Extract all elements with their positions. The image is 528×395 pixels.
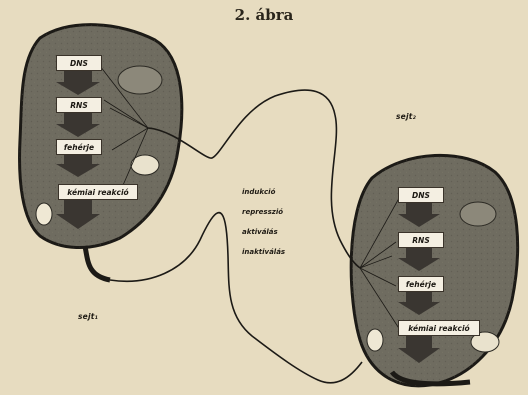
cell-2-box-rns: RNS [398, 232, 444, 248]
regulation-label-inactivation: inaktiválás [242, 248, 285, 256]
cell-1-organelle [36, 203, 52, 225]
cell-2-label: sejt₂ [396, 112, 416, 121]
cell-1-label: sejt₁ [78, 312, 98, 321]
cell-1-box-dns: DNS [56, 55, 102, 71]
regulation-label-repression: represszió [242, 208, 283, 216]
cell-2-box-dns: DNS [398, 187, 444, 203]
cell-2-organelle [367, 329, 383, 351]
regulation-label-activation: aktiválás [242, 228, 278, 236]
cell-1-box-rns: RNS [56, 97, 102, 113]
regulation-label-induction: indukció [242, 188, 275, 196]
cell-2-box-protein: fehérje [398, 276, 444, 292]
cell-2-box-chemical-reaction: kémiai reakció [398, 320, 480, 336]
cell-1-organelle [118, 66, 162, 94]
cell-2-organelle [460, 202, 496, 226]
signal-path-lower [110, 213, 362, 383]
cell-1-box-protein: fehérje [56, 139, 102, 155]
cell-1-box-chemical-reaction: kémiai reakció [58, 184, 138, 200]
